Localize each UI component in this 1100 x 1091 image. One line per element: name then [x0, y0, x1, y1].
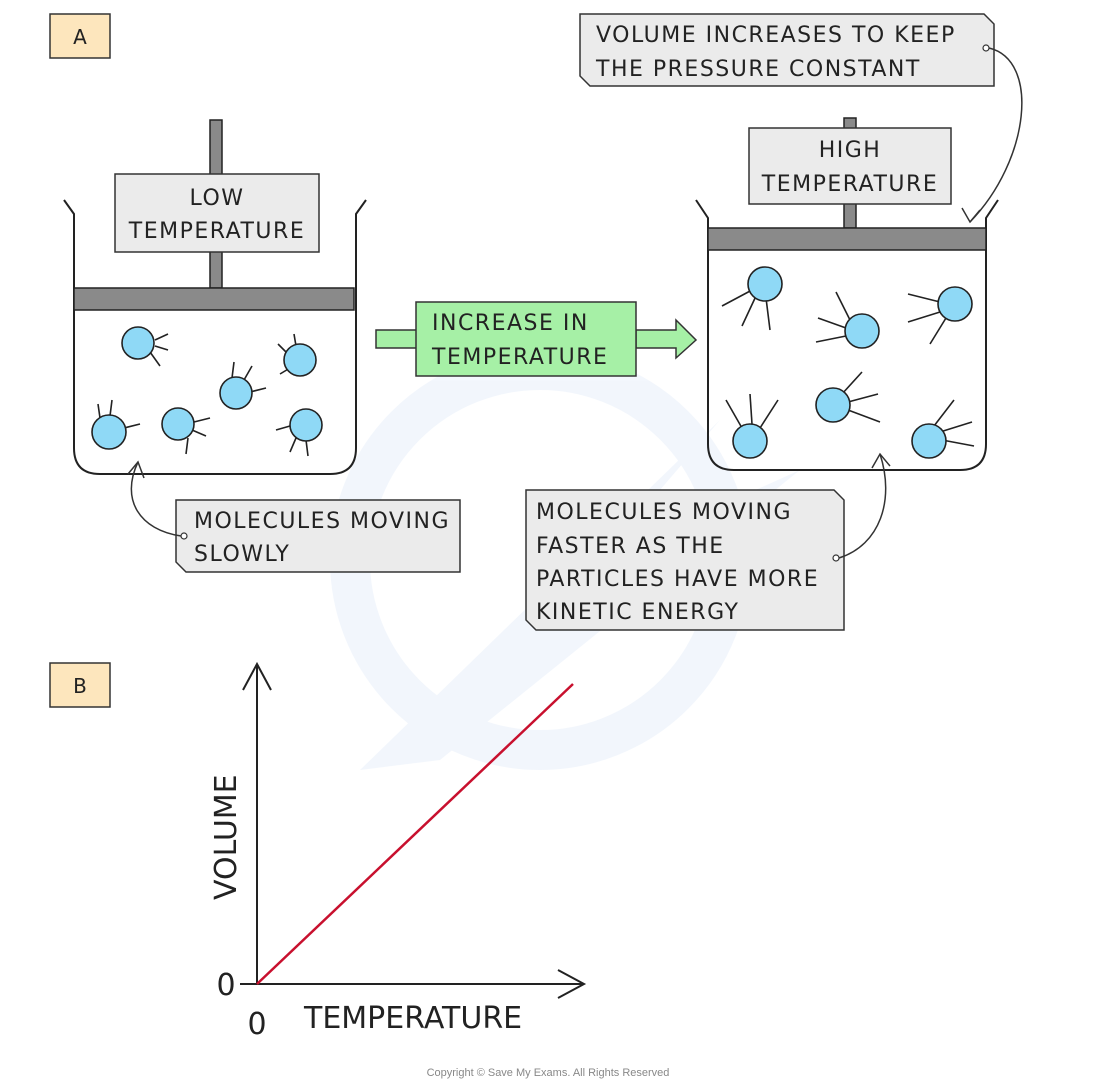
- panel-a-label: A: [73, 25, 87, 49]
- molecule: [277, 333, 317, 377]
- molecule: [725, 393, 779, 459]
- slow-callout-line1: MOLECULES MOVING: [194, 509, 450, 534]
- molecule: [219, 361, 267, 410]
- fast-callout-line4: KINETIC ENERGY: [536, 600, 740, 625]
- molecule: [815, 291, 880, 349]
- y-axis-arrowhead: [242, 661, 272, 691]
- left-label-line2: TEMPERATURE: [128, 219, 305, 244]
- x-axis-arrowhead: [557, 969, 587, 999]
- arrow-label-line1: INCREASE IN: [432, 311, 589, 336]
- y-origin-label: 0: [216, 968, 235, 1003]
- x-origin-label: 0: [247, 1007, 266, 1042]
- fast-callout-line2: FASTER AS THE: [536, 534, 725, 559]
- x-axis-label: TEMPERATURE: [303, 1001, 522, 1036]
- series-line: [256, 683, 574, 985]
- y-axis-label: VOLUME: [209, 774, 244, 900]
- right-temperature-label: HIGH TEMPERATURE: [748, 127, 952, 205]
- molecule: [815, 371, 881, 423]
- panel-b-tag: B: [49, 662, 111, 708]
- molecule: [721, 266, 783, 331]
- volume-callout: VOLUME INCREASES TO KEEP THE PRESSURE CO…: [579, 13, 1023, 224]
- left-molecules: [91, 326, 323, 457]
- molecule: [911, 399, 975, 459]
- right-molecules: [721, 266, 975, 459]
- plot-area: [256, 683, 574, 985]
- left-temperature-label: LOW TEMPERATURE: [114, 173, 320, 253]
- slow-callout-line2: SLOWLY: [194, 542, 290, 567]
- volume-temperature-graph: 0 0 TEMPERATURE VOLUME: [209, 661, 587, 1042]
- right-label-line2: TEMPERATURE: [761, 172, 938, 197]
- panel-b-label: B: [73, 674, 87, 698]
- fast-callout-line3: PARTICLES HAVE MORE: [536, 567, 819, 592]
- right-label-line1: HIGH: [819, 138, 882, 163]
- fast-callout-line1: MOLECULES MOVING: [536, 500, 792, 525]
- molecule: [907, 286, 973, 345]
- arrow-label-line2: TEMPERATURE: [431, 345, 608, 370]
- increase-arrow: INCREASE IN TEMPERATURE: [375, 301, 698, 377]
- volume-callout-line1: VOLUME INCREASES TO KEEP: [596, 23, 956, 48]
- molecule: [161, 407, 211, 455]
- volume-callout-line2: THE PRESSURE CONSTANT: [595, 57, 921, 82]
- fast-callout: MOLECULES MOVING FASTER AS THE PARTICLES…: [525, 452, 891, 631]
- panel-a-tag: A: [49, 13, 111, 59]
- left-container: LOW TEMPERATURE: [63, 119, 367, 475]
- molecule: [121, 326, 169, 367]
- copyright-text: Copyright © Save My Exams. All Rights Re…: [427, 1067, 670, 1079]
- molecule: [91, 399, 141, 450]
- left-label-line1: LOW: [189, 186, 244, 211]
- left-piston: [73, 287, 355, 311]
- slow-callout: MOLECULES MOVING SLOWLY: [127, 460, 461, 573]
- molecule: [275, 408, 323, 457]
- right-piston: [707, 227, 987, 251]
- right-container: HIGH TEMPERATURE: [695, 117, 999, 471]
